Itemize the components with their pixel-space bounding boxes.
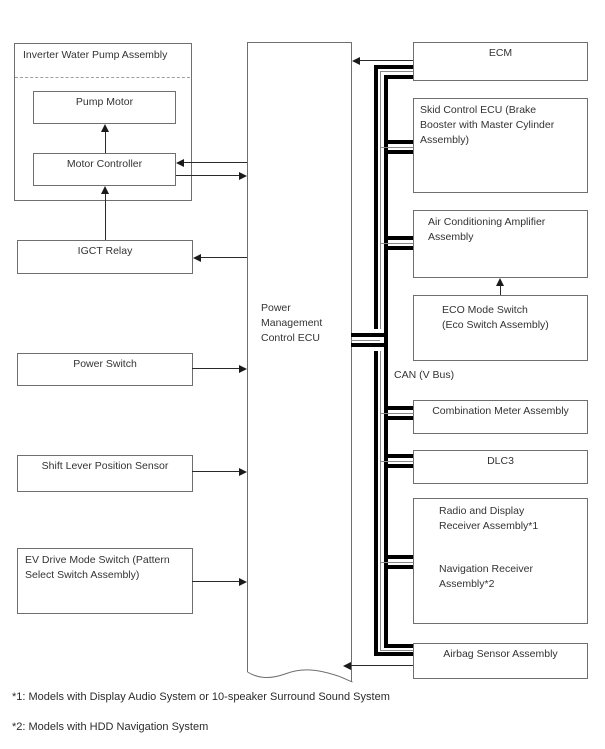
label-can-v-bus: CAN (V Bus) (394, 369, 455, 381)
label-shift-lever-position-sensor: Shift Lever Position Sensor (41, 460, 169, 472)
label-radio-display-receiver: Radio and Display Receiver Assembly*1 (439, 505, 539, 532)
label-navigation-receiver: Navigation Receiver Assembly*2 (439, 563, 533, 590)
box-igct-relay: IGCT Relay (17, 240, 193, 274)
arrow-line-motor-controller-to-pump (105, 132, 106, 153)
pmc-ecu-right-edge-extension (351, 671, 352, 682)
arrow-line-airbag-to-pmc (351, 665, 413, 666)
can-branch-radio-lower (384, 565, 413, 569)
can-branch-pmc-upper (351, 333, 388, 337)
label-power-management-control-ecu: Power Management Control ECU (261, 302, 323, 344)
arrowhead-motor-controller-to-pmc (239, 172, 247, 180)
can-branch-pmc-thin (351, 340, 380, 341)
label-dlc3: DLC3 (487, 455, 514, 467)
can-bus-center-thin-bottom (380, 650, 413, 651)
box-combination-meter: Combination Meter Assembly (413, 400, 588, 434)
label-ecm: ECM (488, 47, 513, 59)
can-bus-outer-top-to-ecm (374, 65, 413, 69)
box-dlc3: DLC3 (413, 450, 588, 484)
can-bus-inner-bottom-to-airbag (384, 644, 413, 648)
box-power-management-control-ecu (247, 42, 352, 672)
label-pump-motor: Pump Motor (75, 96, 134, 108)
arrowhead-pmc-to-igct (193, 254, 201, 262)
can-branch-radio-upper (384, 555, 413, 559)
box-ev-drive-mode-switch: EV Drive Mode Switch (Pattern Select Swi… (17, 548, 193, 614)
can-branch-ac-upper (384, 236, 413, 240)
arrowhead-power-switch-to-pmc (239, 365, 247, 373)
box-radio-navigation-receiver: Radio and Display Receiver Assembly*1 Na… (413, 498, 588, 624)
can-branch-dlc3-upper (384, 454, 413, 458)
arrow-line-motor-controller-to-pmc (176, 175, 239, 176)
can-bus-center-thin-top (380, 71, 413, 72)
can-branch-meter-upper (384, 406, 413, 410)
label-igct-relay: IGCT Relay (77, 245, 133, 257)
arrow-line-eco-to-ac (500, 286, 501, 295)
dashed-divider (15, 77, 190, 78)
can-bus-outer-vertical (374, 65, 378, 656)
pmc-ecu-torn-edge (247, 669, 353, 683)
can-branch-ac-lower (384, 246, 413, 250)
can-branch-ac-thin (380, 243, 413, 244)
label-combination-meter: Combination Meter Assembly (432, 405, 569, 417)
box-motor-controller: Motor Controller (33, 153, 176, 186)
box-ecm: ECM (413, 42, 588, 81)
arrow-line-ecm-to-pmc (360, 60, 413, 61)
box-skid-control-ecu: Skid Control ECU (Brake Booster with Mas… (413, 98, 588, 193)
box-airbag-sensor: Airbag Sensor Assembly (413, 643, 588, 679)
footnote-2: *2: Models with HDD Navigation System (12, 721, 209, 733)
arrow-line-pmc-to-motor-controller (184, 162, 247, 163)
footnote-1: *1: Models with Display Audio System or … (12, 691, 390, 703)
arrow-line-power-switch-to-pmc (192, 368, 239, 369)
label-motor-controller: Motor Controller (66, 158, 143, 170)
box-power-switch: Power Switch (17, 353, 193, 386)
label-skid-control-ecu: Skid Control ECU (Brake Booster with Mas… (420, 104, 555, 146)
arrow-line-pmc-to-igct (201, 257, 247, 258)
label-air-conditioning-amplifier: Air Conditioning Amplifier Assembly (428, 216, 546, 243)
arrowhead-shift-lever-to-pmc (239, 468, 247, 476)
arrowhead-ev-mode-to-pmc (239, 578, 247, 586)
arrow-line-ev-mode-to-pmc (192, 581, 239, 582)
label-power-switch: Power Switch (73, 358, 137, 370)
arrowhead-igct-to-motor-controller (101, 186, 109, 194)
box-eco-mode-switch: ECO Mode Switch (Eco Switch Assembly) (413, 295, 588, 361)
box-shift-lever-position-sensor: Shift Lever Position Sensor (17, 455, 193, 492)
arrow-line-igct-to-motor-controller (105, 194, 106, 240)
arrowhead-motor-controller-to-pump (101, 124, 109, 132)
can-branch-radio-thin (380, 562, 413, 563)
arrowhead-eco-to-ac (496, 278, 504, 286)
arrowhead-pmc-to-motor-controller (176, 159, 184, 167)
label-inverter-water-pump-assembly: Inverter Water Pump Assembly (23, 49, 168, 61)
box-air-conditioning-amplifier: Air Conditioning Amplifier Assembly (413, 210, 588, 278)
can-branch-dlc3-lower (384, 464, 413, 468)
can-branch-skid-lower (384, 150, 413, 154)
can-branch-meter-thin (380, 413, 413, 414)
can-branch-skid-upper (384, 140, 413, 144)
can-branch-dlc3-thin (380, 461, 413, 462)
can-branch-pmc-lower (351, 343, 388, 347)
can-bus-inner-vertical (384, 75, 388, 648)
arrow-line-shift-lever-to-pmc (192, 471, 239, 472)
can-bus-center-thin-vertical (380, 71, 381, 651)
can-branch-meter-lower (384, 416, 413, 420)
box-pump-motor: Pump Motor (33, 91, 176, 124)
label-airbag-sensor: Airbag Sensor Assembly (443, 648, 558, 660)
arrowhead-ecm-to-pmc (352, 57, 360, 65)
label-eco-mode-switch: ECO Mode Switch (Eco Switch Assembly) (442, 304, 549, 331)
can-branch-skid-thin (380, 147, 413, 148)
can-bus-outer-bottom-to-airbag (374, 652, 413, 656)
arrowhead-airbag-to-pmc (343, 662, 351, 670)
label-ev-drive-mode-switch: EV Drive Mode Switch (Pattern Select Swi… (25, 554, 170, 581)
can-bus-inner-top-to-ecm (384, 75, 413, 79)
